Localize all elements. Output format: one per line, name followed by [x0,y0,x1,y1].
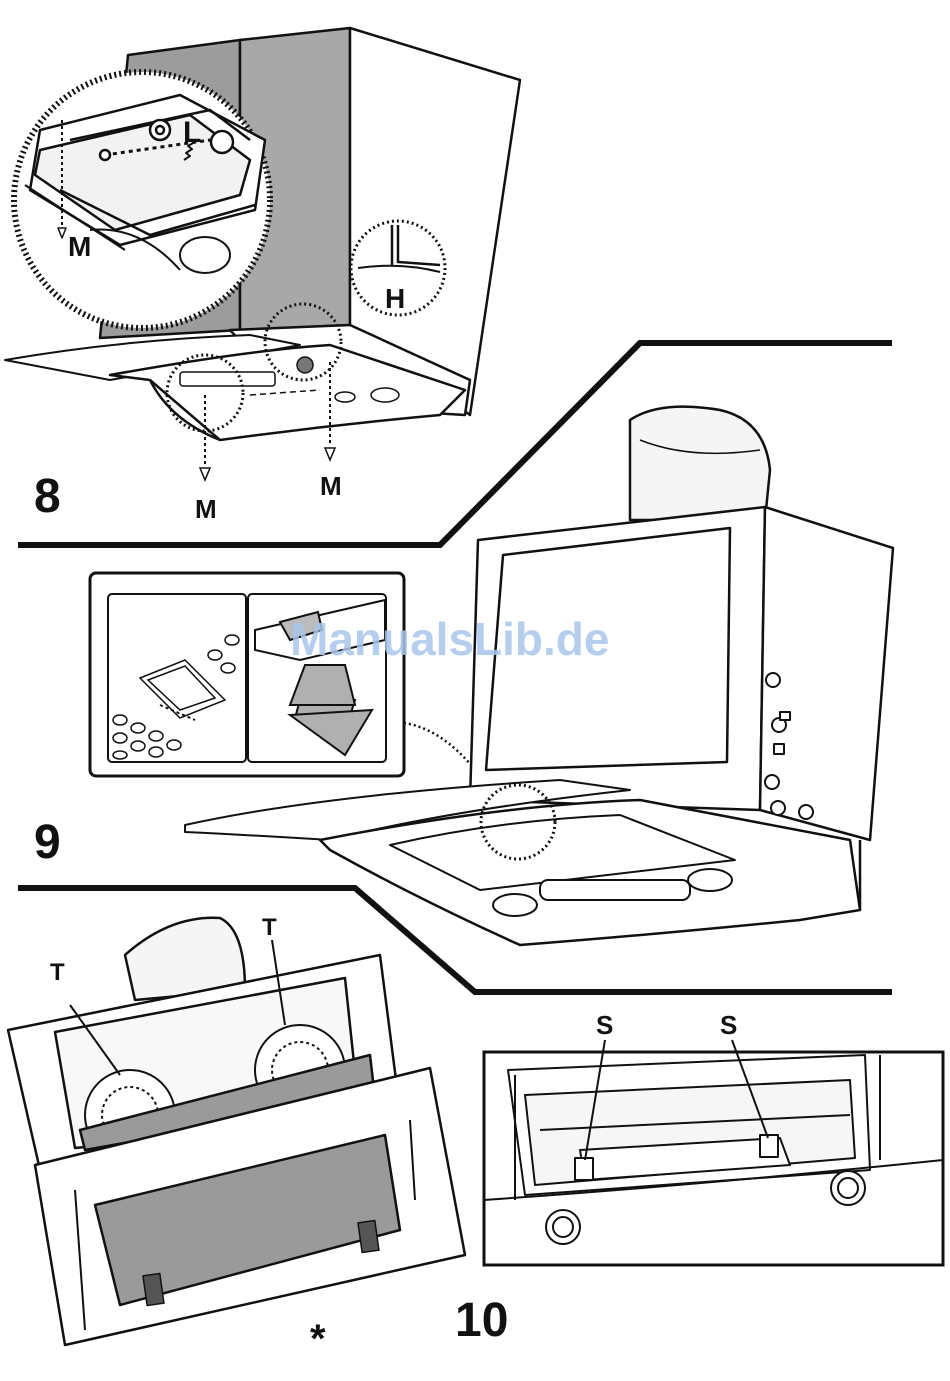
label-L: L [183,116,201,149]
step-8-detail-circle: L M [14,72,270,328]
step-8-detail-H: H [351,221,445,315]
label-M-detail: M [68,231,91,262]
label-H: H [385,283,405,314]
duct [630,407,770,520]
watermark: ManualsLib.de [290,613,609,665]
side-panel [760,507,893,840]
label-M-left: M [195,494,217,524]
asterisk-note: * [310,1317,326,1361]
step-10-number: 10 [455,1294,508,1347]
step-10-hood [8,918,465,1345]
step-10-inset [484,1040,943,1265]
step-8-number: 8 [34,470,61,523]
label-S-left: S [596,1010,613,1040]
label-S-right: S [720,1010,737,1040]
step-9-number: 9 [34,816,61,869]
step-9-inset [90,573,404,776]
label-M-right: M [320,471,342,501]
label-T-left: T [50,959,65,986]
label-T-right: T [262,914,277,941]
